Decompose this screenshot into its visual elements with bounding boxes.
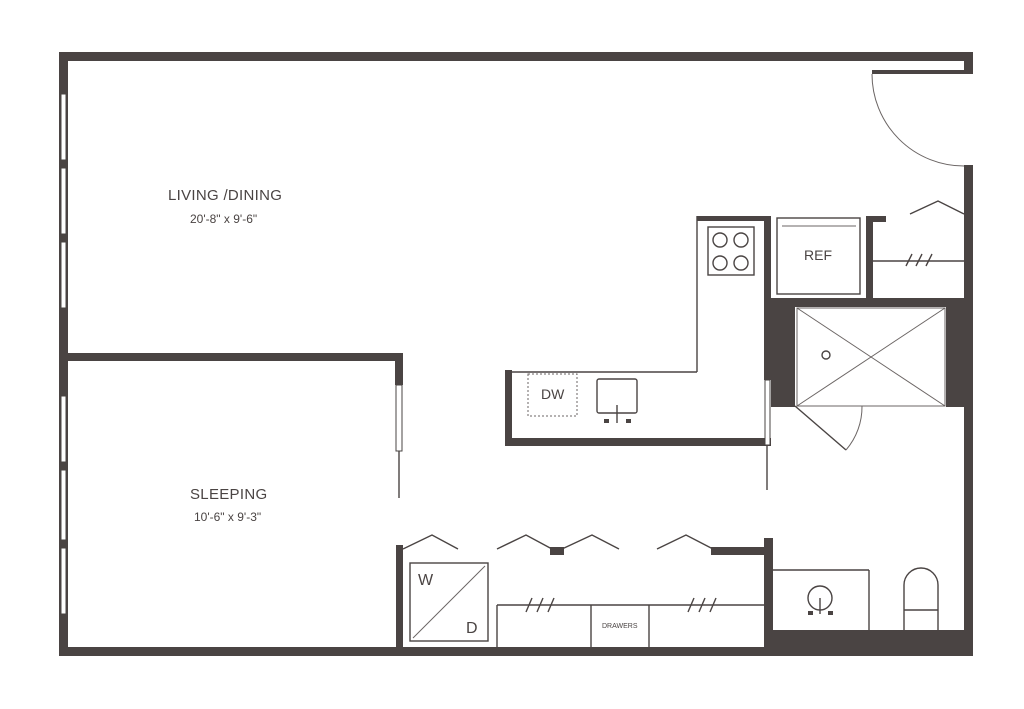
dryer-label: D	[466, 620, 478, 637]
entry-door	[871, 73, 965, 167]
kitchen: DW	[505, 216, 771, 490]
bathroom-sink-icon	[807, 585, 833, 615]
refrigerator-label: REF	[804, 247, 832, 263]
dishwasher-outline	[527, 373, 578, 417]
laundry-closet: W D DRAWERS	[396, 534, 771, 648]
dishwasher-label: DW	[541, 386, 565, 402]
toilet-icon	[903, 567, 939, 630]
core-walls	[764, 216, 973, 407]
refrigerator: REF	[776, 217, 861, 295]
sleeping-room-dims: 10'-6" x 9'-3"	[194, 510, 261, 524]
drain-icon	[821, 350, 831, 360]
entry-closet	[873, 200, 965, 267]
sleeping-partition	[68, 353, 403, 498]
cooktop-icon	[707, 226, 755, 276]
drawers-label: DRAWERS	[602, 623, 638, 630]
kitchen-sink-icon	[596, 378, 638, 423]
living-room-dims: 20'-8" x 9'-6"	[190, 212, 257, 226]
shower	[794, 307, 946, 451]
exterior-walls	[59, 52, 973, 656]
windows-left	[60, 93, 67, 615]
bathroom	[764, 538, 964, 648]
sleeping-room-name: SLEEPING	[190, 486, 267, 503]
washer-label: W	[418, 572, 434, 589]
living-room-name: LIVING /DINING	[168, 187, 282, 204]
